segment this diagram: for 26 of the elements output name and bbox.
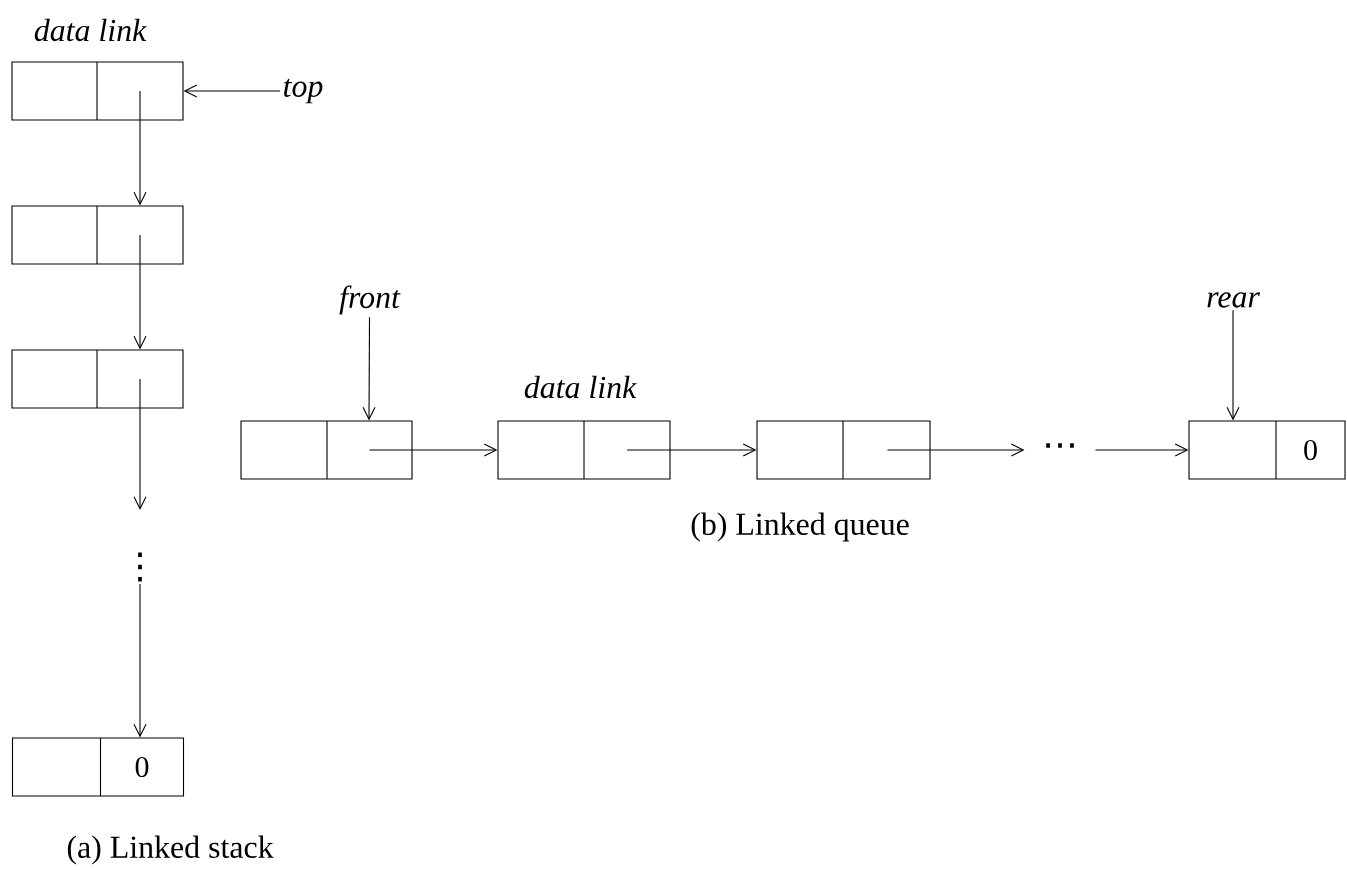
arrow [626, 443, 757, 457]
list-node-box [756, 420, 931, 480]
pointer-label: top [284, 78, 323, 104]
arrow [133, 234, 147, 350]
ellipsis: ⋯ [1046, 443, 1074, 448]
arrow [886, 443, 1025, 457]
pointer-label: front [339, 285, 401, 315]
list-node-box [497, 420, 671, 480]
arrow [368, 443, 498, 457]
ellipsis: ⋮ [138, 552, 142, 582]
caption: (a) Linked stack [67, 835, 274, 865]
list-node-box: 0 [11, 737, 185, 797]
list-node-box: 0 [1188, 420, 1346, 480]
arrow [1094, 443, 1189, 457]
pointer-label: rear [1207, 292, 1260, 308]
arrow [1226, 309, 1240, 421]
list-node-box [240, 420, 413, 480]
arrow [133, 583, 147, 738]
arrow [133, 90, 147, 206]
arrow [183, 84, 281, 98]
arrow [133, 378, 147, 510]
caption: (b) Linked queue [691, 512, 909, 542]
list-node-box [11, 61, 184, 121]
list-node-box [11, 205, 184, 265]
list-node-box [11, 349, 184, 409]
arrow [362, 316, 376, 421]
